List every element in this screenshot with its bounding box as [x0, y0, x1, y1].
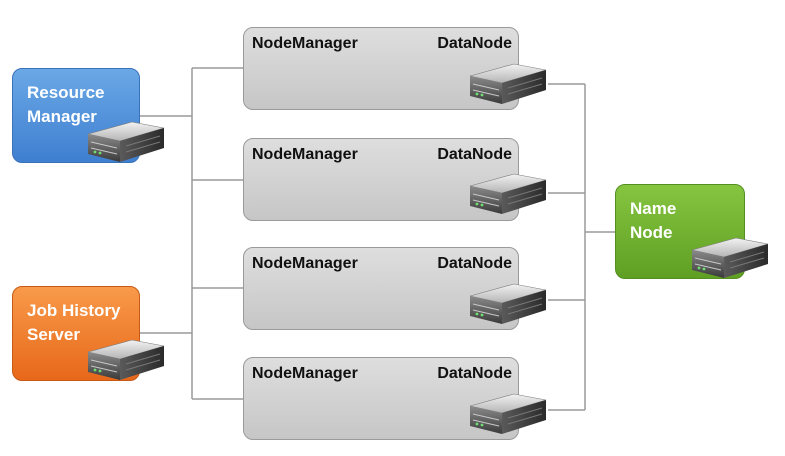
- server-icon: [469, 173, 547, 215]
- server-icon: [691, 237, 769, 279]
- nodemanager-label: NodeManager: [252, 255, 358, 272]
- datanode-label: DataNode: [437, 146, 512, 163]
- worker-node-2: NodeManager DataNode: [243, 138, 519, 221]
- server-icon: [87, 339, 165, 381]
- datanode-label: DataNode: [437, 255, 512, 272]
- datanode-label: DataNode: [437, 365, 512, 382]
- server-icon: [87, 121, 165, 163]
- nodemanager-label: NodeManager: [252, 365, 358, 382]
- server-icon: [469, 393, 547, 435]
- server-icon: [469, 63, 547, 105]
- name-node-label: Name Node: [630, 199, 677, 242]
- nodemanager-label: NodeManager: [252, 35, 358, 52]
- job-history-server-label: Job History Server: [27, 301, 121, 344]
- datanode-label: DataNode: [437, 35, 512, 52]
- resource-manager-label: Resource Manager: [27, 83, 105, 126]
- server-icon: [469, 283, 547, 325]
- nodemanager-label: NodeManager: [252, 146, 358, 163]
